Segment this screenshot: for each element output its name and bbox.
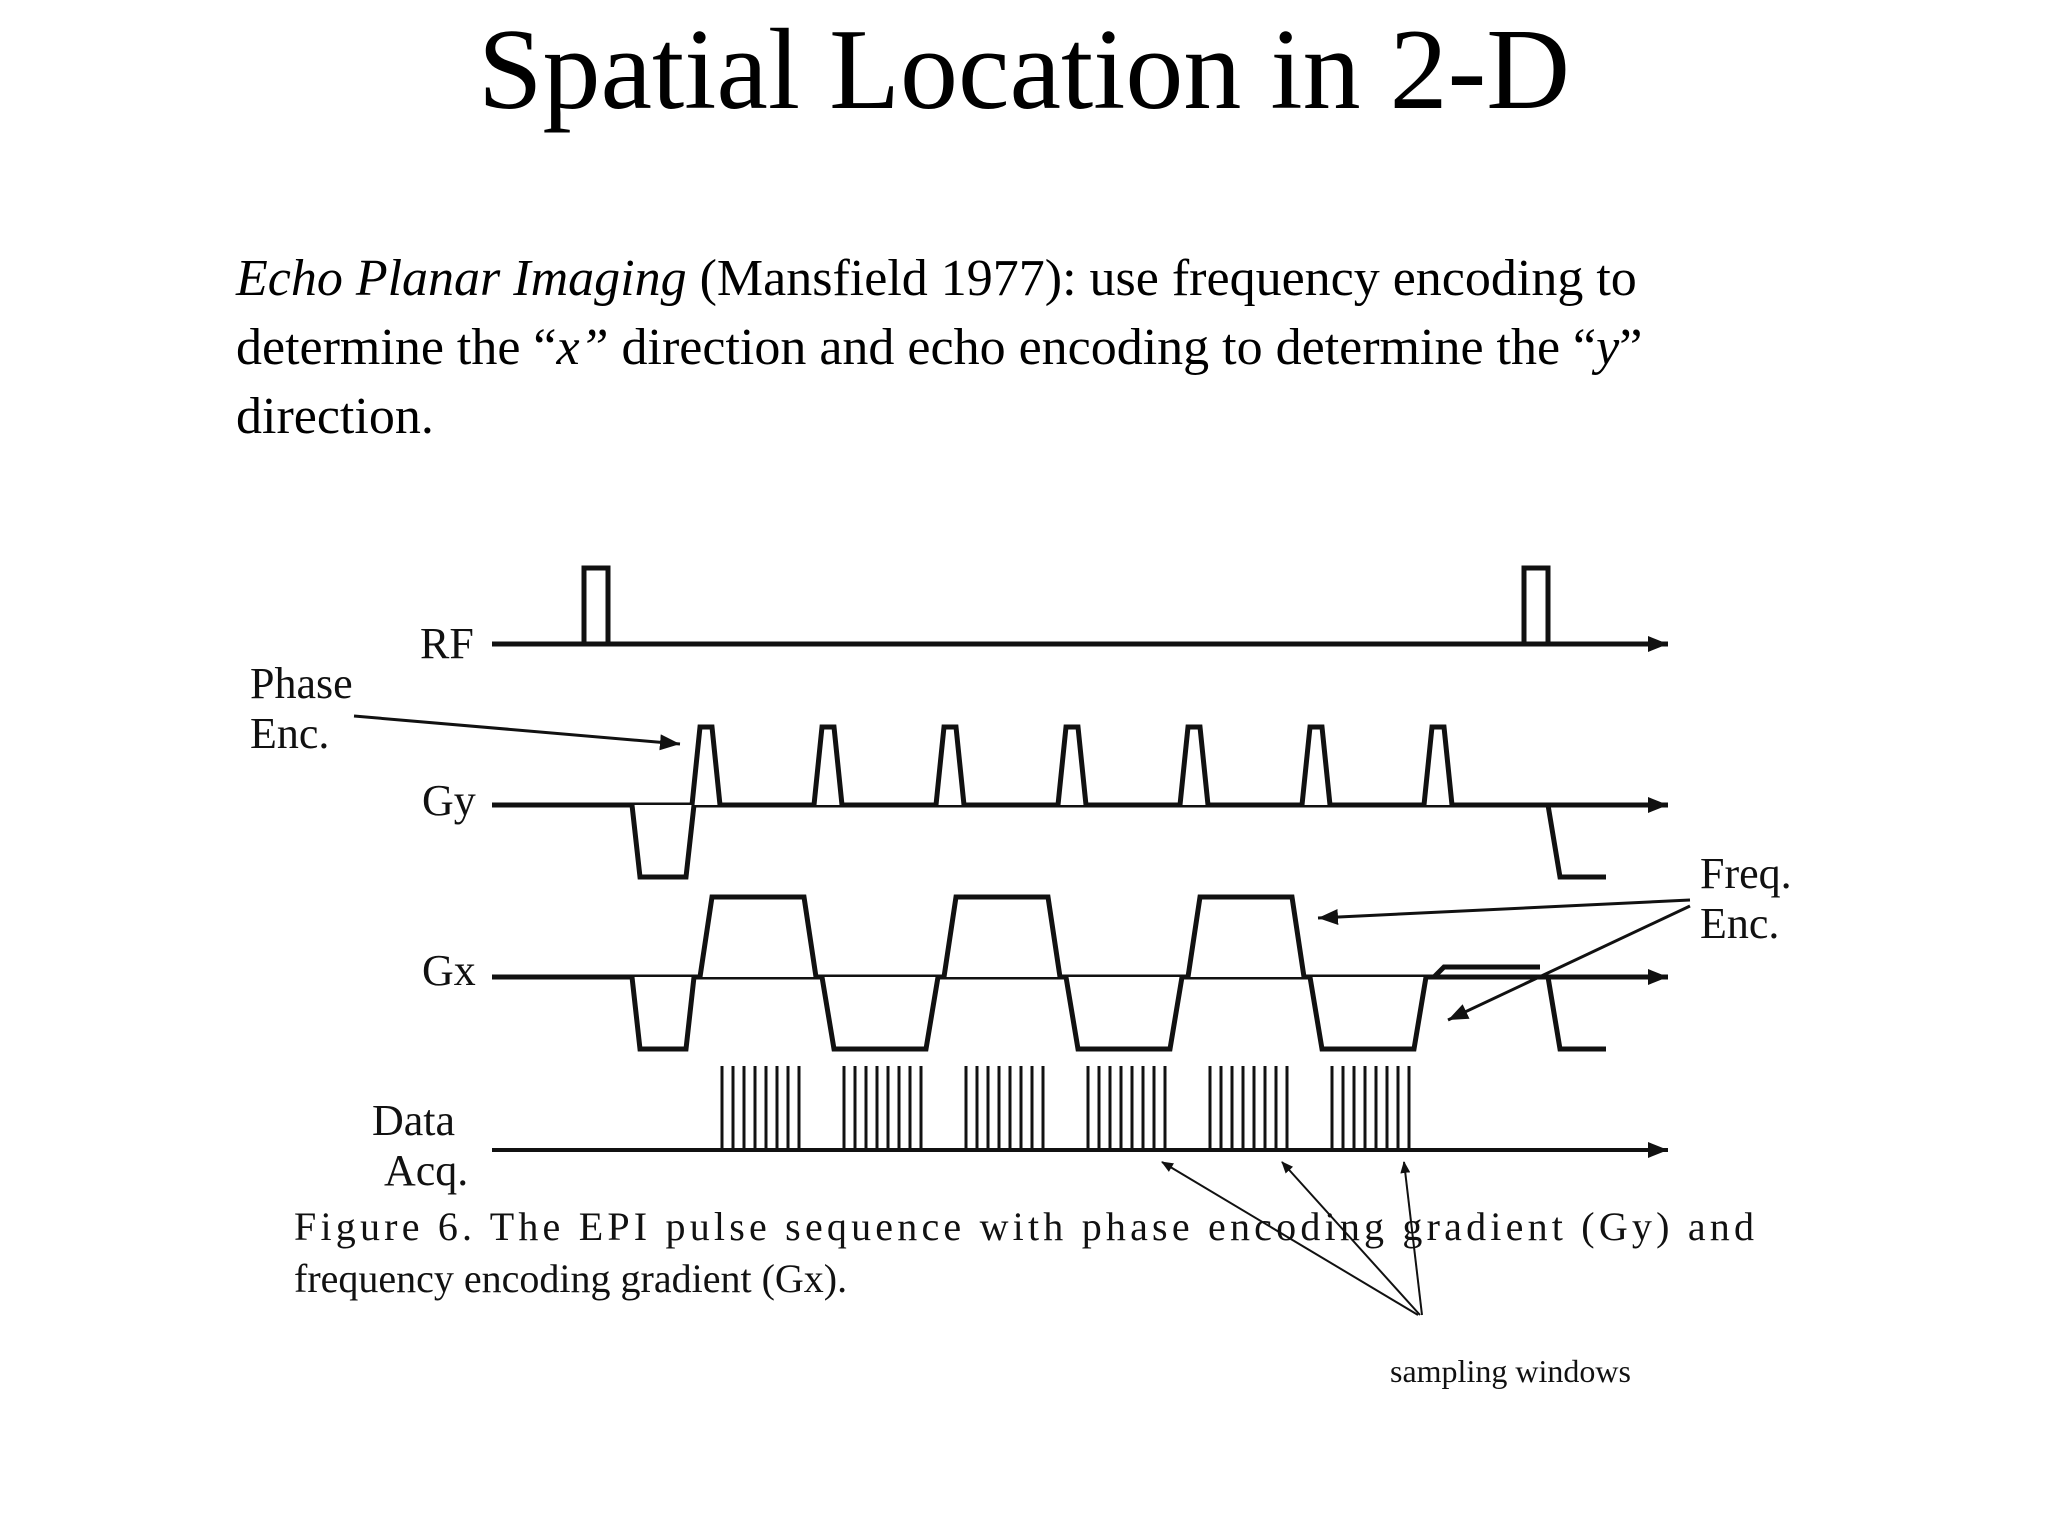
intro-x-variable: x” — [556, 319, 609, 376]
rf-pulse — [1521, 565, 1551, 644]
rf-pulse — [581, 565, 611, 644]
rf-row — [492, 565, 1668, 652]
gy-blip — [811, 724, 845, 806]
figure-caption-line1: Figure 6. The EPI pulse sequence with ph… — [294, 1204, 1754, 1249]
freq-enc-label-line2: Enc. — [1700, 899, 1779, 948]
gy-rewinder-lobe — [1545, 804, 1606, 880]
gx-positive-lobe — [1185, 894, 1307, 978]
phase-enc-arrow — [353, 714, 681, 751]
data-label-line2: Acq. — [384, 1146, 468, 1195]
gx-rewinder-lobe — [1545, 976, 1606, 1052]
intro-part-3: ” direction. — [236, 319, 1643, 445]
gy-label: Gy — [422, 776, 476, 825]
gx-label: Gx — [422, 946, 476, 995]
data-label-line1: Data — [372, 1096, 455, 1145]
sampling-windows-label: sampling windows — [1390, 1353, 1631, 1389]
figure-caption-line2: frequency encoding gradient (Gx). — [294, 1256, 847, 1301]
sampling-arrow — [1161, 1161, 1419, 1316]
gy-blip — [1055, 724, 1089, 806]
freq-enc-arrow-upper — [1317, 898, 1691, 926]
gy-blip — [689, 724, 723, 806]
gx-positive-lobe — [697, 894, 819, 978]
gy-row — [492, 724, 1668, 880]
gx-negative-lobe — [1307, 976, 1429, 1052]
data-acq-row — [492, 1066, 1668, 1158]
rf-label: RF — [420, 619, 474, 668]
gy-prephase-lobe — [629, 804, 697, 880]
freq-enc-label-line1: Freq. — [1700, 849, 1792, 898]
intro-italic-term: Echo Planar Imaging — [236, 250, 687, 307]
gx-negative-lobe — [1063, 976, 1185, 1052]
sampling-arrow — [1400, 1161, 1423, 1316]
intro-part-1: (Mansfield 1977): use frequency encoding… — [236, 250, 1637, 376]
gx-prephase-lobe — [629, 976, 697, 1052]
phase-enc-label-line2: Enc. — [250, 709, 329, 758]
gx-partial-lobe — [1432, 964, 1540, 979]
gy-blip — [1177, 724, 1211, 806]
gy-blip — [933, 724, 967, 806]
gx-negative-lobe — [819, 976, 941, 1052]
intro-y-variable: y — [1596, 319, 1620, 376]
gy-blip — [1299, 724, 1333, 806]
intro-part-2: direction and echo encoding to determine… — [608, 319, 1597, 376]
slide-title: Spatial Location in 2-D — [477, 6, 1571, 134]
phase-enc-label-line1: Phase — [250, 659, 353, 708]
freq-enc-arrow-lower — [1447, 904, 1691, 1022]
gx-row — [492, 894, 1668, 1052]
gy-blip — [1421, 724, 1455, 806]
sampling-arrow — [1281, 1161, 1421, 1316]
gx-positive-lobe — [941, 894, 1063, 978]
intro-paragraph: Echo Planar Imaging (Mansfield 1977): us… — [236, 244, 1836, 451]
